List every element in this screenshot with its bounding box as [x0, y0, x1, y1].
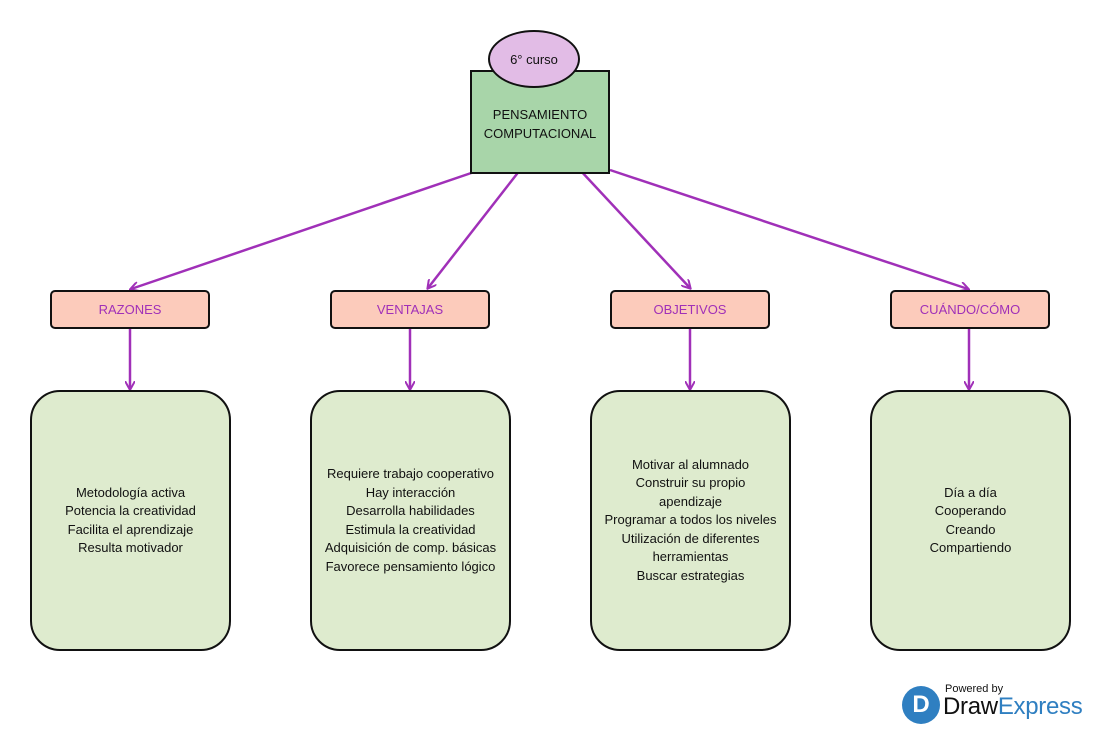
- list-item: Cooperando: [934, 503, 1007, 518]
- root-title-line: PENSAMIENTO: [492, 107, 588, 122]
- brand-express: Express: [997, 693, 1083, 720]
- list-item: Desarrolla habilidades: [346, 503, 475, 518]
- brand-draw: Draw: [943, 693, 998, 720]
- grade-badge: 6° curso: [488, 30, 580, 88]
- list-item: Hay interacción: [365, 484, 456, 500]
- drawexpress-watermark: D Powered by DrawExpress: [900, 683, 1100, 727]
- list-item: herramientas: [652, 549, 729, 565]
- list-item: Favorece pensamiento lógico: [325, 558, 496, 574]
- header-razones: RAZONES: [50, 290, 210, 329]
- list-item: Requiere trabajo cooperativo: [327, 466, 494, 481]
- card-razones: Metodología activa Potencia la creativid…: [30, 390, 231, 651]
- list-item: Creando: [945, 521, 996, 537]
- list-item: Resulta motivador: [78, 540, 183, 555]
- list-item: Compartiendo: [929, 540, 1012, 555]
- header-ventajas: VENTAJAS: [330, 290, 490, 329]
- list-item: Metodología activa: [75, 484, 186, 500]
- list-item: Programar a todos los niveles: [604, 512, 777, 528]
- list-item: Día a día: [944, 484, 997, 500]
- root-title-line: COMPUTACIONAL: [483, 126, 597, 141]
- card-ventajas: Requiere trabajo cooperativo Hay interac…: [310, 390, 511, 651]
- drawexpress-logo-icon: D: [902, 686, 940, 724]
- card-cuando-como: Día a día Cooperando Creando Compartiend…: [870, 390, 1071, 651]
- list-item: Estimula la creatividad: [345, 521, 476, 537]
- list-item: Facilita el aprendizaje: [67, 521, 194, 537]
- powered-by-text: Powered by: [945, 683, 1004, 695]
- arrow-to-razones: [131, 168, 481, 289]
- list-item: Adquisición de comp. básicas: [324, 540, 497, 555]
- list-item: Motivar al alumnado: [631, 456, 750, 472]
- card-objetivos: Motivar al alumnado Construir su propio …: [590, 390, 791, 651]
- list-item: Buscar estrategias: [636, 567, 745, 583]
- brand-name: DrawExpress: [943, 693, 1083, 721]
- list-item: Potencia la creatividad: [65, 503, 196, 518]
- list-item: apendizaje: [659, 493, 722, 509]
- arrow-to-ventajas: [428, 169, 521, 288]
- arrow-to-cuando: [609, 168, 968, 289]
- list-item: Construir su propio: [635, 475, 746, 491]
- header-cuando-como: CUÁNDO/CÓMO: [890, 290, 1050, 329]
- header-objetivos: OBJETIVOS: [610, 290, 770, 329]
- list-item: Utilización de diferentes: [621, 530, 760, 546]
- arrow-to-objetivos: [579, 169, 690, 288]
